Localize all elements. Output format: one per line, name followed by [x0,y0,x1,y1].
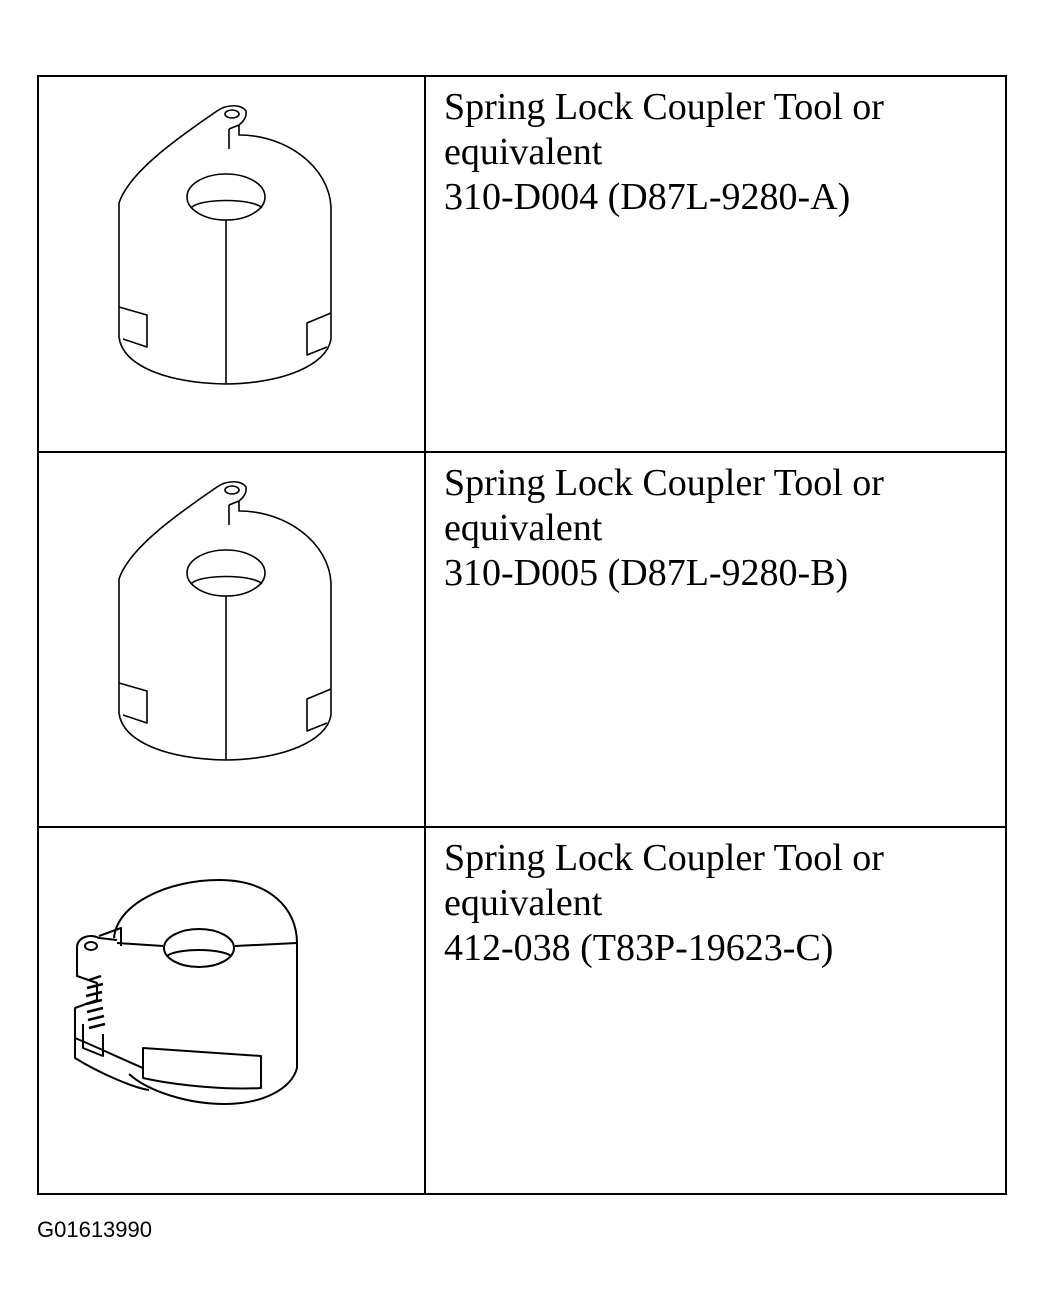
tool-row: Spring Lock Coupler Tool or equivalent 4… [39,828,1005,1193]
tool-image-cell [39,77,426,451]
tool-description: Spring Lock Coupler Tool or equivalent 4… [444,836,985,971]
tool-name-line1: Spring Lock Coupler Tool or [444,837,884,879]
tool-image-cell [39,453,426,826]
tool-name-line2: equivalent [444,131,603,173]
tool-name-line1: Spring Lock Coupler Tool or [444,86,884,128]
tool-name-line2: equivalent [444,882,603,924]
coupler-tool-large-icon [118,480,332,761]
coupler-tool-small-icon [118,104,332,385]
tool-table: Spring Lock Coupler Tool or equivalent 3… [37,75,1007,1195]
tool-name-line1: Spring Lock Coupler Tool or [444,462,884,504]
spring-coupler-tool-icon [74,879,298,1105]
tool-image-cell [39,828,426,1193]
tool-row: Spring Lock Coupler Tool or equivalent 3… [39,77,1005,453]
tool-row: Spring Lock Coupler Tool or equivalent 3… [39,453,1005,828]
tool-description: Spring Lock Coupler Tool or equivalent 3… [444,85,985,220]
tool-part-number: 310-D004 (D87L-9280-A) [444,176,851,218]
figure-id: G01613990 [37,1217,152,1242]
tool-name-line2: equivalent [444,507,603,549]
tool-part-number: 310-D005 (D87L-9280-B) [444,552,849,594]
tool-part-number: 412-038 (T83P-19623-C) [444,927,834,969]
tool-description: Spring Lock Coupler Tool or equivalent 3… [444,461,985,596]
